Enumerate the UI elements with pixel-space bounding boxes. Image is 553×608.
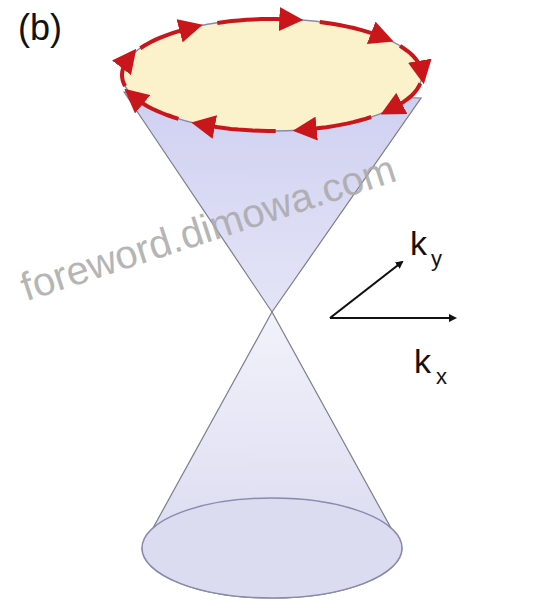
spin-arrow [391, 83, 420, 109]
lower-cone [142, 312, 402, 598]
axis-subscript: x [436, 366, 447, 388]
spin-arrow [134, 97, 179, 119]
spin-arrow [217, 19, 291, 23]
spin-arrow [320, 22, 383, 37]
lower-ellipse [142, 498, 402, 598]
spin-arrow [305, 117, 372, 130]
panel-label: (b) [18, 10, 62, 46]
ky-axis [330, 262, 402, 318]
axis-label: k [414, 344, 431, 378]
kx-axis [330, 317, 455, 319]
spin-arrow [140, 28, 191, 48]
fermi-circle [122, 19, 422, 131]
spin-arrows [122, 19, 422, 131]
spin-arrow [203, 125, 276, 131]
spin-arrow [400, 46, 422, 73]
spin-arrow [122, 58, 129, 86]
axis-label: k [410, 226, 427, 260]
axis-subscript: y [431, 248, 442, 270]
